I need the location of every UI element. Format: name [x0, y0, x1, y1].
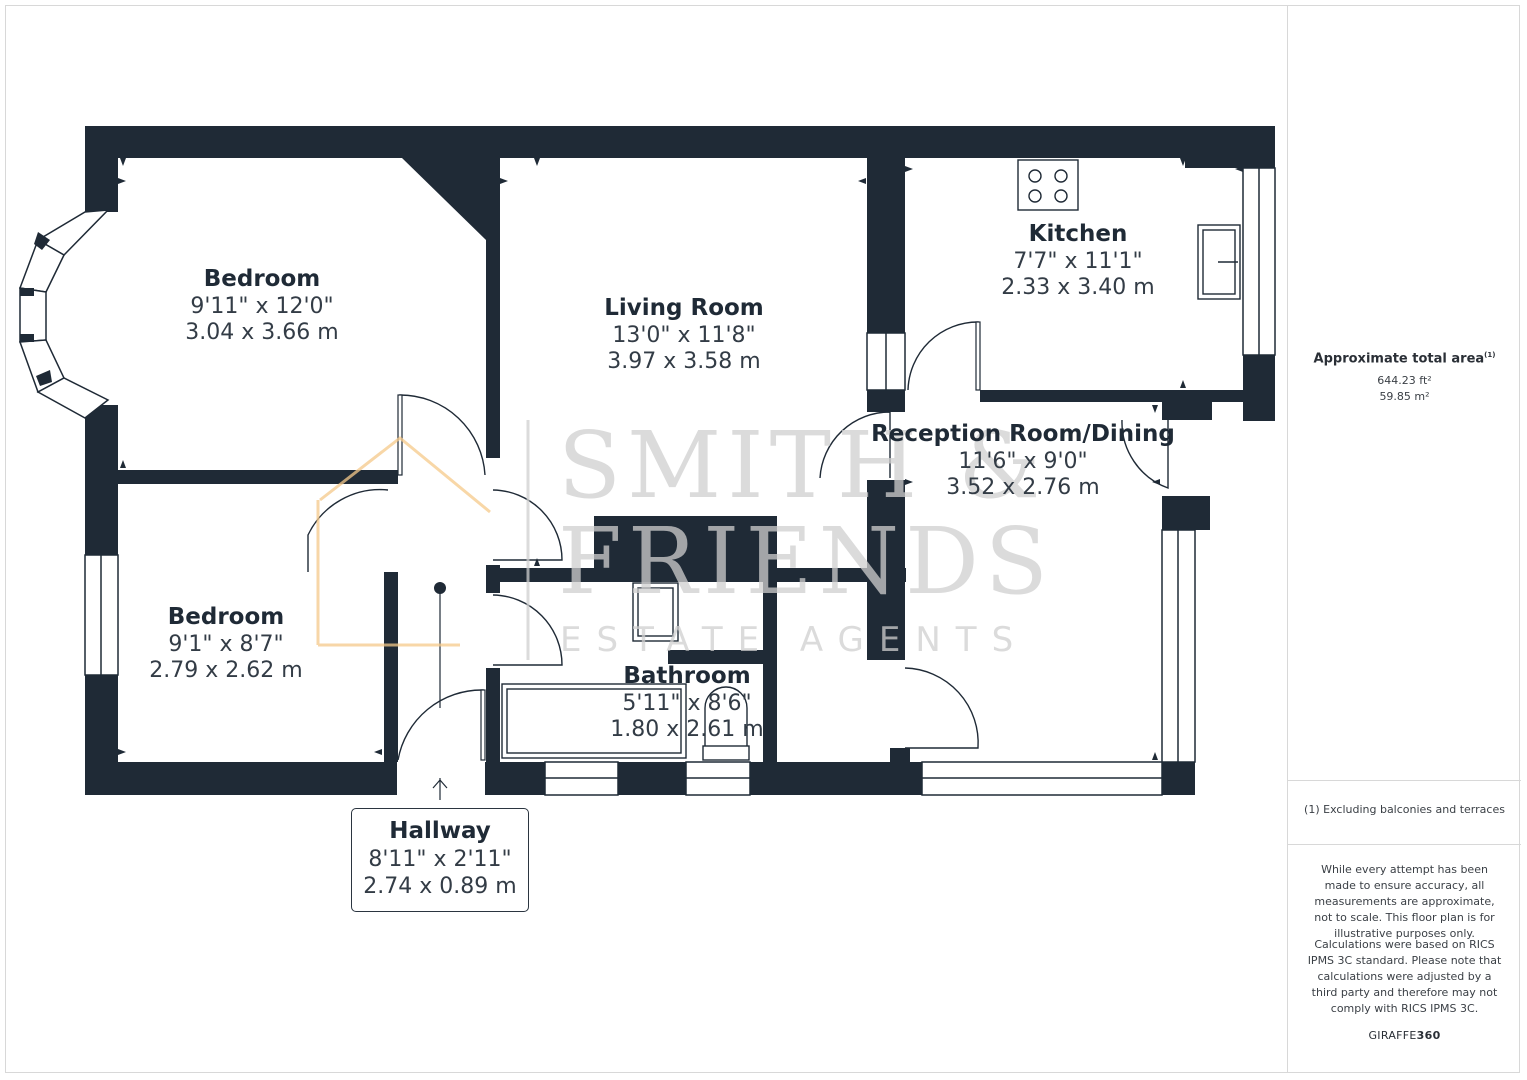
hallway-entrance [432, 582, 448, 800]
calculation-note: Calculations were based on RICS IPMS 3C … [1307, 938, 1502, 1015]
room-label-living-room: Living Room 13'0" x 11'8" 3.97 x 3.58 m [554, 295, 814, 375]
room-dim-metric: 2.33 x 3.40 m [1001, 274, 1155, 300]
door-leaves [397, 321, 981, 761]
room-dim-imperial: 13'0" x 11'8" [612, 322, 756, 348]
brand-suffix: 360 [1416, 1029, 1441, 1042]
watermark-logo-icon [316, 420, 530, 660]
room-name: Living Room [604, 295, 764, 321]
walls [85, 126, 1275, 795]
room-dim-imperial: 8'11" x 2'11" [368, 846, 512, 872]
page-frame [5, 5, 1520, 1073]
room-dim-imperial: 9'1" x 8'7" [168, 631, 284, 657]
area-ft: 644.23 ft² [1377, 374, 1432, 388]
room-label-reception: Reception Room/Dining 11'6" x 9'0" 3.52 … [863, 421, 1183, 501]
room-name: Reception Room/Dining [871, 421, 1175, 447]
door-swings [307, 321, 1169, 761]
bathroom-fixtures [501, 582, 750, 761]
room-name: Kitchen [1028, 221, 1128, 247]
room-dim-metric: 2.79 x 2.62 m [149, 657, 303, 683]
area-note-mark: (1) [1484, 351, 1496, 359]
room-label-bathroom: Bathroom 5'11" x 8'6" 1.80 x 2.61 m [557, 663, 817, 743]
room-dim-metric: 3.52 x 2.76 m [946, 474, 1100, 500]
brand-logo: GIRAFFE360 [1288, 1028, 1521, 1044]
dimension-ticks [118, 158, 1243, 760]
room-name: Bedroom [167, 604, 285, 630]
room-dim-metric: 3.97 x 3.58 m [607, 348, 761, 374]
footnote: (1) Excluding balconies and terraces [1304, 803, 1505, 816]
disclaimer: While every attempt has been made to ens… [1314, 863, 1495, 940]
room-dim-imperial: 5'11" x 8'6" [622, 690, 752, 716]
windows [84, 167, 1276, 796]
brand-prefix: GIRAFFE [1368, 1029, 1417, 1042]
bay-posts [20, 232, 52, 386]
room-label-bedroom-1: Bedroom 9'11" x 12'0" 3.04 x 3.66 m [132, 266, 392, 346]
watermark-line-2: FRIENDS [558, 508, 1054, 615]
room-dim-imperial: 7'7" x 11'1" [1013, 248, 1143, 274]
watermark-line-1: SMITH & [558, 412, 1047, 519]
info-sidebar: Approximate total area(1) 644.23 ft² 59.… [1287, 6, 1521, 1072]
room-dim-metric: 1.80 x 2.61 m [610, 716, 764, 742]
area-m: 59.85 m² [1379, 390, 1430, 404]
room-name: Bathroom [623, 663, 751, 689]
area-title-text: Approximate total area [1313, 351, 1485, 367]
room-dim-imperial: 9'11" x 12'0" [190, 293, 334, 319]
watermark-line-3: ESTATE AGENTS [560, 620, 1029, 660]
room-label-hallway: Hallway 8'11" x 2'11" 2.74 x 0.89 m [351, 808, 529, 912]
kitchen-fixtures [1017, 159, 1241, 300]
area-title: Approximate total area(1) [1288, 350, 1521, 369]
room-label-kitchen: Kitchen 7'7" x 11'1" 2.33 x 3.40 m [948, 221, 1208, 301]
room-dim-imperial: 11'6" x 9'0" [958, 448, 1088, 474]
divider [1288, 844, 1521, 845]
divider [1288, 780, 1521, 781]
room-name: Bedroom [203, 266, 321, 292]
room-name: Hallway [389, 818, 491, 844]
room-dim-metric: 2.74 x 0.89 m [363, 874, 517, 900]
area-block: Approximate total area(1) 644.23 ft² 59.… [1288, 350, 1521, 405]
room-dim-metric: 3.04 x 3.66 m [185, 319, 339, 345]
room-label-bedroom-2: Bedroom 9'1" x 8'7" 2.79 x 2.62 m [96, 604, 356, 684]
bay-window [18, 209, 110, 419]
